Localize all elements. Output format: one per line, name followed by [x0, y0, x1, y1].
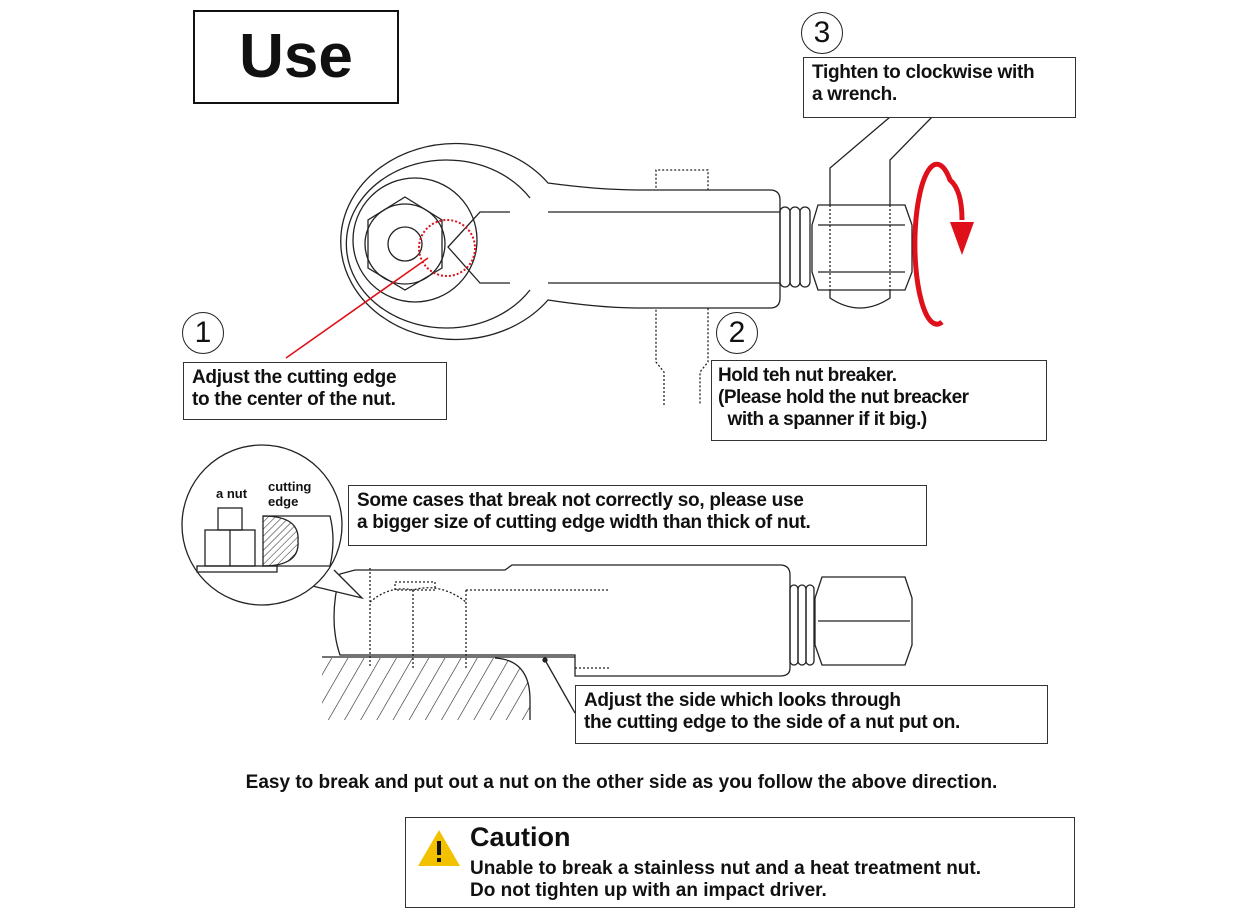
- step3-line: Tighten to clockwise with: [812, 62, 1035, 83]
- step3-line: a wrench.: [812, 84, 897, 105]
- step1-line: to the center of the nut.: [192, 389, 396, 410]
- step3-number: 3: [801, 12, 843, 54]
- spanner-outline: [655, 169, 709, 405]
- caution-heading: Caution: [470, 822, 571, 852]
- nut-label: a nut: [216, 486, 248, 501]
- note-line: a bigger size of cutting edge width than…: [357, 512, 811, 533]
- step2-line: Hold teh nut breaker.: [718, 365, 897, 386]
- page-title: Use: [193, 10, 399, 104]
- step2-number: 2: [716, 312, 758, 354]
- step2-callout: Hold teh nut breaker. (Please hold the n…: [711, 360, 1047, 441]
- edge-width-note: Some cases that break not correctly so, …: [348, 485, 927, 546]
- note-line: Adjust the side which looks through: [584, 690, 901, 711]
- step2-line: with a spanner if it big.): [718, 409, 928, 430]
- caution-line: Do not tighten up with an impact driver.: [470, 880, 827, 901]
- edge-label: cutting edge: [268, 479, 311, 509]
- side-alignment-note: Adjust the side which looks through the …: [575, 685, 1048, 744]
- clockwise-arrow-icon: [912, 161, 965, 327]
- caution-line: Unable to break a stainless nut and a he…: [470, 858, 982, 879]
- note-line: the cutting edge to the side of a nut pu…: [584, 712, 960, 733]
- nut-breaker-top-view: [340, 142, 913, 341]
- magnifier-detail: [181, 444, 365, 606]
- step1-leader: [285, 257, 429, 359]
- nut-breaker-side-view: [322, 564, 913, 720]
- edge-label-line: edge: [268, 494, 299, 509]
- step1-line: Adjust the cutting edge: [192, 367, 397, 388]
- edge-label-line: cutting: [268, 479, 312, 494]
- step2-line: (Please hold the nut breacker: [718, 387, 969, 408]
- step1-callout: Adjust the cutting edge to the center of…: [183, 362, 447, 420]
- caution-box: Caution Unable to break a stainless nut …: [405, 817, 1075, 908]
- target-highlight-circle: [418, 219, 476, 277]
- summary-sentence: Easy to break and put out a nut on the o…: [245, 772, 998, 793]
- warning-triangle-icon: [418, 830, 460, 866]
- note-line: Some cases that break not correctly so, …: [357, 490, 804, 511]
- step1-number: 1: [182, 312, 224, 354]
- step3-callout: Tighten to clockwise with a wrench.: [803, 57, 1076, 118]
- wrench-drawing: [829, 116, 933, 309]
